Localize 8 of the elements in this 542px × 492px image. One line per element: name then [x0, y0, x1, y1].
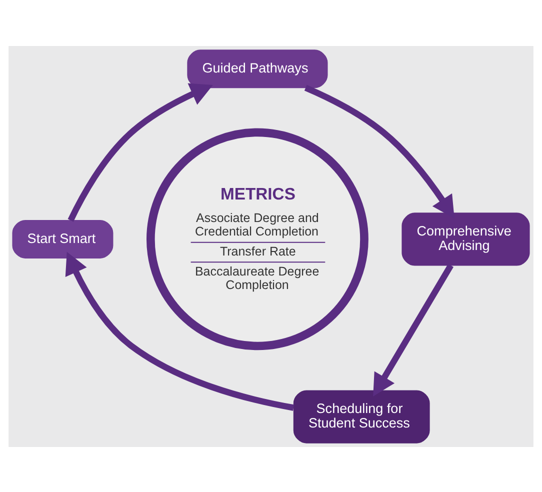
node-box: Scheduling for Student Success: [293, 390, 430, 443]
node-box: Start Smart: [12, 219, 114, 258]
node-box: Comprehensive Advising: [402, 212, 530, 266]
node-box: Guided Pathways: [187, 49, 328, 88]
arrow: [68, 82, 213, 222]
arrow: [373, 263, 454, 396]
arrow: [65, 251, 294, 410]
node-circle: METRICS Associate Degree and Credential Completion Transfer Rate Baccalaureate Degree Completion: [146, 128, 368, 350]
